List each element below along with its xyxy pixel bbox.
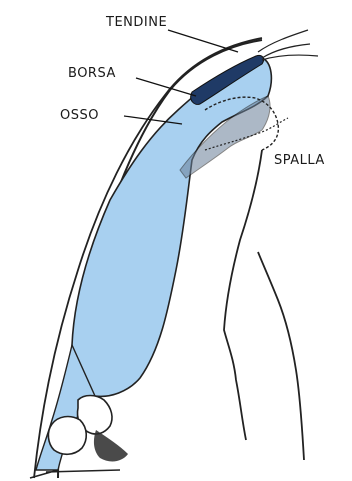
forearm-outline [30, 470, 120, 478]
label-bursa: BORSA [68, 66, 116, 81]
label-shoulder: SPALLA [274, 153, 325, 168]
tendon-fibers [258, 30, 318, 60]
elbow-dark-detail [94, 430, 128, 461]
label-tendon: TENDINE [105, 15, 167, 30]
label-bone: OSSO [60, 108, 99, 123]
body-outline [258, 252, 304, 460]
tendon-leader-line [168, 30, 238, 52]
elbow-bone-lower [48, 417, 86, 455]
scapula-outline [224, 150, 262, 440]
muscle-shape [72, 58, 271, 396]
